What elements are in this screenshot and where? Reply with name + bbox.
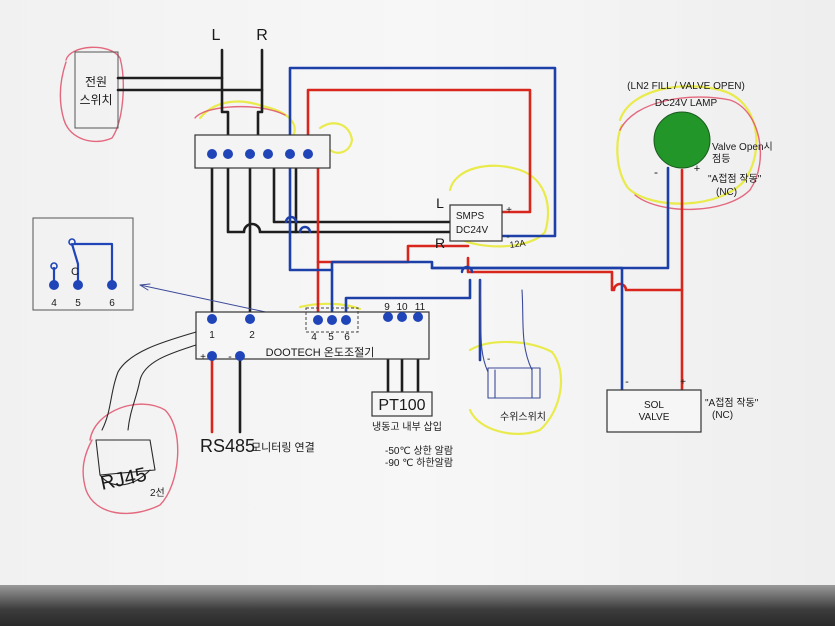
rj45-sub-handwriting: 2선 — [150, 487, 165, 499]
controller-pin-label-5: 5 — [328, 332, 334, 343]
level-minus-hand: - — [487, 354, 490, 365]
power-switch-box — [74, 51, 119, 129]
power-switch-label-1: 전원 — [85, 75, 107, 89]
relay-pin-6 — [107, 280, 117, 290]
relay-pin-label-5: 5 — [75, 298, 81, 309]
red-marker-marks — [59, 46, 762, 515]
dc24v-lamp — [653, 111, 711, 169]
smps-voltage: DC24V — [456, 225, 489, 236]
relay-box — [32, 217, 134, 311]
lamp-minus: - — [654, 165, 658, 179]
terminal-pins — [207, 149, 313, 159]
relay-contact-nc — [50, 262, 58, 270]
sol-line-2: VALVE — [639, 412, 670, 423]
lamp-plus: + — [694, 163, 700, 175]
smps-box — [449, 204, 503, 242]
sol-valve-box — [606, 389, 702, 433]
controller-plus: + — [200, 352, 206, 363]
smps-l-label: L — [436, 195, 444, 211]
pt100-label: PT100 — [378, 397, 425, 414]
controller-pin-label-6: 6 — [344, 332, 350, 343]
controller-pins — [207, 312, 423, 361]
black-wires — [116, 48, 452, 434]
sol-contact: "A접점 작동" — [705, 397, 759, 409]
floor-shadow — [0, 585, 835, 626]
lamp-contact: "A접점 작동" — [708, 173, 762, 185]
lamp-nc: (NC) — [716, 187, 737, 198]
lamp-header: (LN2 FILL / VALVE OPEN) — [627, 81, 745, 92]
wire-hops — [284, 215, 474, 274]
relay-pin-5 — [73, 280, 83, 290]
r-input-label: R — [256, 27, 268, 44]
controller-name: DOOTECH 온도조절기 — [266, 346, 375, 359]
pt100-sensor — [371, 391, 433, 417]
relay-pin-label-6: 6 — [109, 298, 115, 309]
power-switch-label-2: 스위치 — [79, 93, 112, 107]
controller-pin-label-2: 2 — [249, 330, 255, 341]
relay-contacts — [52, 242, 114, 284]
controller-relay-group — [305, 307, 359, 333]
rs485-sub-label: 모니터링 연결 — [251, 441, 315, 454]
l-input-label: L — [212, 27, 221, 44]
alarm-high: -50℃ 상한 알람 — [385, 444, 453, 457]
sol-minus: - — [625, 376, 629, 388]
smps-handwriting: 12A — [509, 238, 526, 250]
lamp-note-2: 점등 — [712, 153, 730, 165]
controller-pin-label-4: 4 — [311, 332, 317, 343]
rs485-label: RS485 — [200, 436, 255, 456]
rj45-handwriting: RJ45 — [98, 464, 148, 495]
smps-minus: - — [506, 232, 509, 243]
pt100-note: 냉동고 내부 삽입 — [372, 420, 442, 433]
alarm-low: -90 ℃ 하한알람 — [385, 456, 453, 469]
smps-plus: + — [506, 205, 512, 216]
smps-r-label: R — [435, 235, 445, 251]
relay-c-label: C — [71, 266, 79, 278]
relay-pivot — [68, 238, 76, 246]
smps-title: SMPS — [456, 211, 485, 222]
rj45-cable-sketch — [95, 331, 197, 486]
lamp-title: DC24V LAMP — [655, 98, 718, 109]
lamp-note-1: Valve Open시 — [712, 141, 773, 153]
controller-pin-label-1: 1 — [209, 330, 215, 341]
sol-plus: + — [680, 377, 686, 388]
sol-nc: (NC) — [712, 410, 733, 421]
level-switch-handwriting: 수위스위치 — [500, 410, 546, 423]
level-switch-sketch — [479, 279, 541, 399]
controller-pin-label-11: 11 — [415, 302, 426, 313]
sol-line-1: SOL — [644, 400, 664, 411]
controller-pin-label-9: 9 — [384, 302, 390, 313]
relay-pin-4 — [49, 280, 59, 290]
relay-pin-label-4: 4 — [51, 298, 57, 309]
controller-minus: - — [228, 351, 232, 363]
controller-pin-label-10: 10 — [396, 302, 408, 313]
